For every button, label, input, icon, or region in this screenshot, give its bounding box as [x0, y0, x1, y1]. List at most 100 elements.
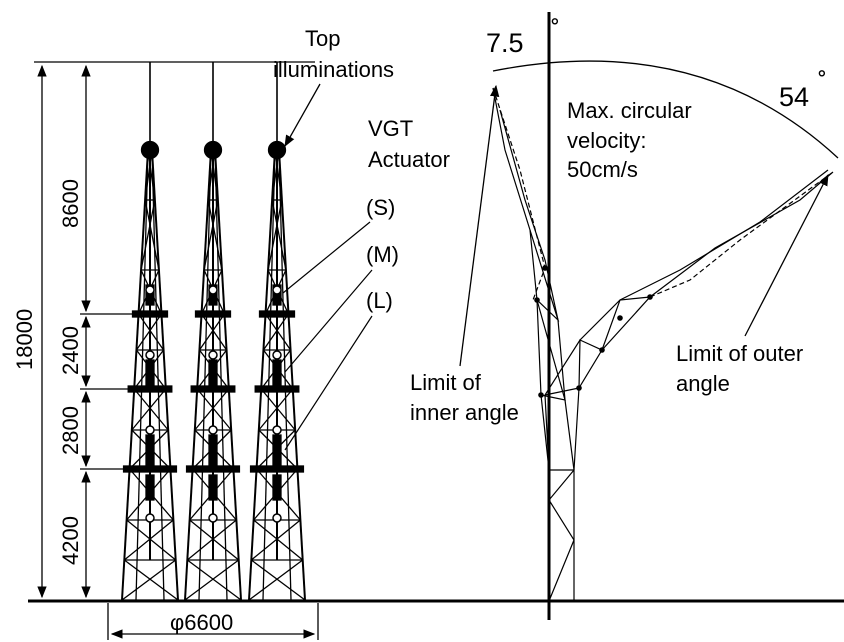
joint — [145, 513, 155, 523]
outer-swing-dashed — [649, 171, 834, 298]
inner-limit-line1: Limit of — [410, 370, 482, 395]
actuator — [272, 359, 282, 386]
actuator — [145, 284, 155, 306]
leg — [121, 149, 149, 601]
inner-leg — [262, 149, 276, 601]
label-top-line1: Top — [305, 26, 340, 51]
label-actuator-m: (M) — [366, 242, 399, 267]
actuator — [208, 434, 218, 466]
brace — [137, 313, 165, 351]
dim-2400-label: 2400 — [58, 326, 83, 375]
node — [576, 385, 582, 391]
leg — [248, 149, 276, 601]
inner-angle-value: 7.5 — [486, 28, 524, 58]
pointer-s — [282, 221, 371, 294]
velocity-line2: velocity: — [567, 128, 646, 153]
dim-4200-label: 4200 — [58, 516, 83, 565]
brace — [258, 388, 294, 431]
tower-views — [121, 62, 306, 601]
actuator — [145, 359, 155, 386]
dimension-lines — [34, 61, 319, 640]
outer-swing-bottom — [544, 169, 829, 471]
brace — [194, 388, 230, 431]
brace — [135, 313, 163, 351]
inner-angle-degree: ˚ — [551, 16, 560, 46]
joint — [145, 350, 155, 360]
actuator — [208, 359, 218, 386]
pointer-outer-limit — [744, 173, 829, 337]
leg — [151, 149, 179, 601]
tower-3 — [248, 62, 306, 601]
brace — [260, 388, 296, 431]
brace — [250, 559, 306, 601]
inner-limit-line2: inner angle — [410, 400, 519, 425]
dim-base-label: φ6600 — [170, 610, 233, 635]
brace — [196, 388, 232, 431]
brace — [264, 313, 292, 351]
velocity-line1: Max. circular — [567, 98, 692, 123]
node — [542, 265, 548, 271]
actuator — [272, 434, 282, 466]
illumination-ball — [203, 140, 223, 160]
label-actuator-l: (L) — [366, 288, 393, 313]
outer-swing-brace — [544, 296, 651, 396]
actuator — [208, 284, 218, 306]
pointer-top-illuminations — [284, 83, 321, 148]
swing-arc — [492, 60, 839, 159]
brace — [262, 313, 290, 351]
node — [617, 315, 623, 321]
brace — [123, 519, 174, 561]
brace — [131, 388, 167, 431]
node — [534, 297, 540, 303]
brace — [121, 559, 177, 601]
joint — [272, 425, 282, 435]
brace — [248, 559, 304, 601]
dim-2800-label: 2800 — [58, 406, 83, 455]
brace — [123, 559, 179, 601]
actuator — [272, 474, 282, 501]
outer-angle-value: 54 — [779, 82, 809, 112]
illumination-ball — [267, 140, 287, 160]
brace — [144, 199, 160, 271]
pointer-inner-limit — [459, 84, 500, 367]
inner-leg — [198, 149, 212, 601]
node — [599, 347, 605, 353]
inner-swing-dashed — [492, 87, 546, 301]
node — [538, 392, 544, 398]
inner-leg — [278, 149, 292, 601]
joint — [208, 285, 218, 295]
joint — [145, 285, 155, 295]
inner-leg — [151, 149, 165, 601]
joint — [272, 285, 282, 295]
joint — [208, 425, 218, 435]
brace — [133, 388, 169, 431]
joint — [272, 513, 282, 523]
label-actuator-s: (S) — [366, 195, 395, 220]
brace — [126, 519, 177, 561]
inner-swing-left — [492, 87, 550, 471]
node — [647, 294, 653, 300]
brace — [198, 313, 226, 351]
label-top-line2: illuminations — [273, 57, 394, 82]
velocity-line3: 50cm/s — [567, 157, 638, 182]
brace — [271, 199, 287, 271]
tower-1 — [121, 62, 179, 601]
label-vgt-line2: Actuator — [368, 147, 450, 172]
leg — [278, 149, 306, 601]
brace — [250, 519, 301, 561]
pointer-l — [284, 315, 373, 451]
swing-structures — [492, 87, 834, 602]
tower-2 — [184, 62, 242, 601]
brace — [184, 559, 240, 601]
brace — [207, 199, 223, 271]
brace — [186, 519, 237, 561]
dim-total-label: 18000 — [12, 309, 37, 370]
outer-limit-line1: Limit of outer — [676, 341, 803, 366]
joint — [145, 425, 155, 435]
illumination-ball — [140, 140, 160, 160]
leg — [214, 149, 242, 601]
base-truss — [548, 469, 575, 601]
pointer-m — [284, 269, 373, 373]
dim-8600-label: 8600 — [58, 179, 83, 228]
